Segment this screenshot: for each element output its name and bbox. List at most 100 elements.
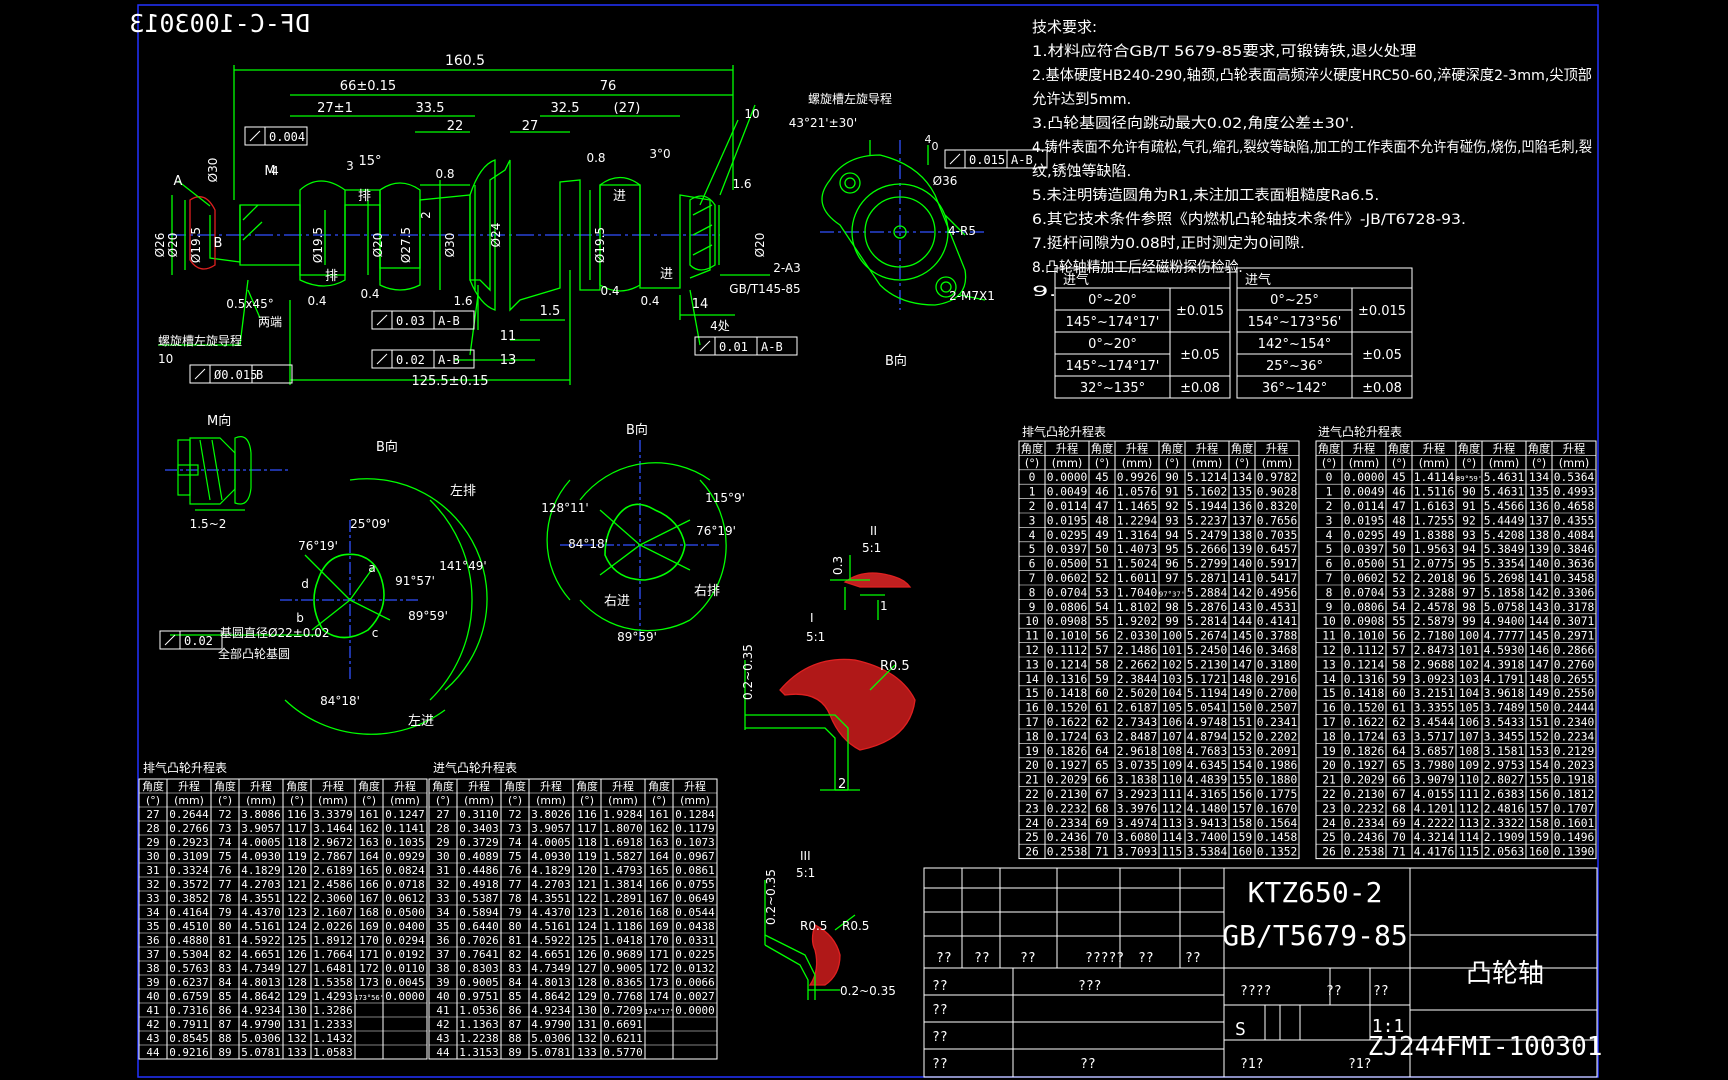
lift-cell: 145 <box>1529 630 1549 643</box>
lift-cell: 4.3551 <box>241 892 280 905</box>
lift-cell: 49 <box>1392 529 1406 542</box>
lift-cell: 4.9790 <box>241 1018 280 1031</box>
tolerance-range: 0°~20° <box>1088 337 1137 352</box>
lift-cell: 0.1010 <box>1344 630 1385 643</box>
lift-cell: 3.2923 <box>1117 788 1158 801</box>
lift-cell: 0.4510 <box>169 920 208 933</box>
lift-cell: 0.3788 <box>1257 630 1298 643</box>
lift-cell: 172 <box>649 962 669 975</box>
dim-d24: Ø24 <box>489 223 503 248</box>
label-r05: R0.5 <box>880 659 910 674</box>
lift-cell: 152 <box>1529 730 1549 743</box>
lift-cell: 0.1520 <box>1047 702 1088 715</box>
lift-cell: 109 <box>1162 759 1182 772</box>
dim-160: 160.5 <box>445 53 485 69</box>
lift-cell: 1.6163 <box>1414 500 1455 513</box>
lift-cell: 89 <box>218 1046 231 1059</box>
lift-cell: 157 <box>1529 802 1549 815</box>
lift-cell: 5.1944 <box>1187 500 1228 513</box>
lift-cell: 0.0908 <box>1344 615 1385 628</box>
lift-header: 角度 <box>142 779 164 793</box>
lift-cell: 116 <box>577 808 597 821</box>
dim-33: 33.5 <box>416 101 445 116</box>
lift-cell: 0.2130 <box>1344 788 1385 801</box>
lift-cell: 62 <box>1095 716 1109 729</box>
lift-cell: 4.5161 <box>241 920 280 933</box>
lift-cell: 91 <box>1462 500 1476 513</box>
lift-cell: 1.1186 <box>603 920 642 933</box>
lift-unit: (mm) <box>1192 457 1223 470</box>
angle-a84: 84°18' <box>320 694 360 708</box>
lift-cell: 4.0930 <box>531 850 570 863</box>
lift-cell: 4.5922 <box>531 934 570 947</box>
lift-cell: 2.9753 <box>1484 759 1525 772</box>
tech-req-item: 9. <box>1032 284 1057 300</box>
lift-cell: 1.9563 <box>1414 543 1455 556</box>
lift-cell: 0.9028 <box>1257 486 1298 499</box>
lift-cell: 0.7768 <box>603 990 642 1003</box>
lift-cell: 101 <box>1459 644 1479 657</box>
tech-req-item: 3.凸轮基圆径向跳动最大0.02,角度公差±30'. <box>1032 115 1354 132</box>
lift-cell: 31 <box>146 864 159 877</box>
lift-cell: 0.3306 <box>1554 586 1595 599</box>
tolerance-range: 25°~36° <box>1266 359 1323 374</box>
label-pai2: 排 <box>325 269 338 284</box>
fcf-base-002-value: 0.02 <box>184 634 213 648</box>
lift-cell: 1.9284 <box>603 808 643 821</box>
lift-cell: 79 <box>218 906 231 919</box>
lift-cell: 5.1214 <box>1187 471 1228 484</box>
lift-cell: 3.7400 <box>1187 831 1228 844</box>
lift-cell: 127 <box>287 962 307 975</box>
lift-cell: 4.2703 <box>531 878 570 891</box>
lift-cell: 0.2029 <box>1344 774 1385 787</box>
lift-cell: 0.4355 <box>1554 514 1595 527</box>
lift-cell: 0.0602 <box>1344 572 1385 585</box>
lift-cell: 0.1141 <box>385 822 424 835</box>
dim-d30: Ø30 <box>443 233 457 258</box>
lift-cell: 0.7911 <box>169 1018 208 1031</box>
lift-cell: 0 <box>1029 471 1036 484</box>
tolerance-value: ±0.05 <box>1362 348 1402 363</box>
dim-08b: 0.8 <box>586 151 605 165</box>
lift-cell: 154 <box>1529 759 1550 772</box>
lift-cell: 165 <box>359 864 379 877</box>
tolerance-range: 32°~135° <box>1080 381 1145 396</box>
lift-cell: 112 <box>1162 802 1182 815</box>
lift-cell: 0.8365 <box>603 976 642 989</box>
lift-cell: 48 <box>1095 514 1109 527</box>
lift-cell: 113 <box>1162 817 1182 830</box>
lift-cell: 0.4993 <box>1554 486 1595 499</box>
lift-cell: 36 <box>146 934 159 947</box>
lift-cell: 18 <box>1322 730 1336 743</box>
lift-cell: 0.7209 <box>603 1004 642 1017</box>
lift-cell: 91 <box>1165 486 1179 499</box>
lift-cell: 37 <box>436 948 449 961</box>
lift-cell: 0.0500 <box>385 906 424 919</box>
title-mark-bottom: ?1? <box>1240 1057 1263 1072</box>
lift-unit: (°) <box>146 794 160 807</box>
lift-cell: 150 <box>1529 702 1550 715</box>
lift-cell: 2 <box>1029 500 1036 513</box>
lift-cell: 0.2334 <box>1344 817 1385 830</box>
lift-cell: 95 <box>1165 543 1179 556</box>
lift-cell: 46 <box>1392 486 1406 499</box>
lift-cell: 0.0000 <box>675 1004 714 1017</box>
lift-cell: 0.1986 <box>1257 759 1298 772</box>
lift-cell: 2.9688 <box>1414 658 1455 671</box>
lift-cell: 0.3403 <box>459 822 498 835</box>
lift-cell: 106 <box>1162 716 1183 729</box>
lift-cell: 115 <box>1162 846 1182 859</box>
lift-cell: 160 <box>1529 846 1550 859</box>
lift-cell: 0.0704 <box>1047 586 1088 599</box>
lift-cell: 163 <box>649 836 669 849</box>
lift-cell: 0.9005 <box>459 976 498 989</box>
lift-cell: 157 <box>1232 802 1252 815</box>
lift-cell: 76 <box>508 864 521 877</box>
lift-cell: 0.9005 <box>603 962 642 975</box>
lift-unit: (°) <box>290 794 304 807</box>
tolerance-range: 0°~20° <box>1088 293 1137 308</box>
lift-cell: 71 <box>1392 846 1406 859</box>
lift-cell: 0.4918 <box>459 878 498 891</box>
lift-cell: 0.1284 <box>675 808 715 821</box>
lift-unit: (°) <box>1165 457 1179 470</box>
